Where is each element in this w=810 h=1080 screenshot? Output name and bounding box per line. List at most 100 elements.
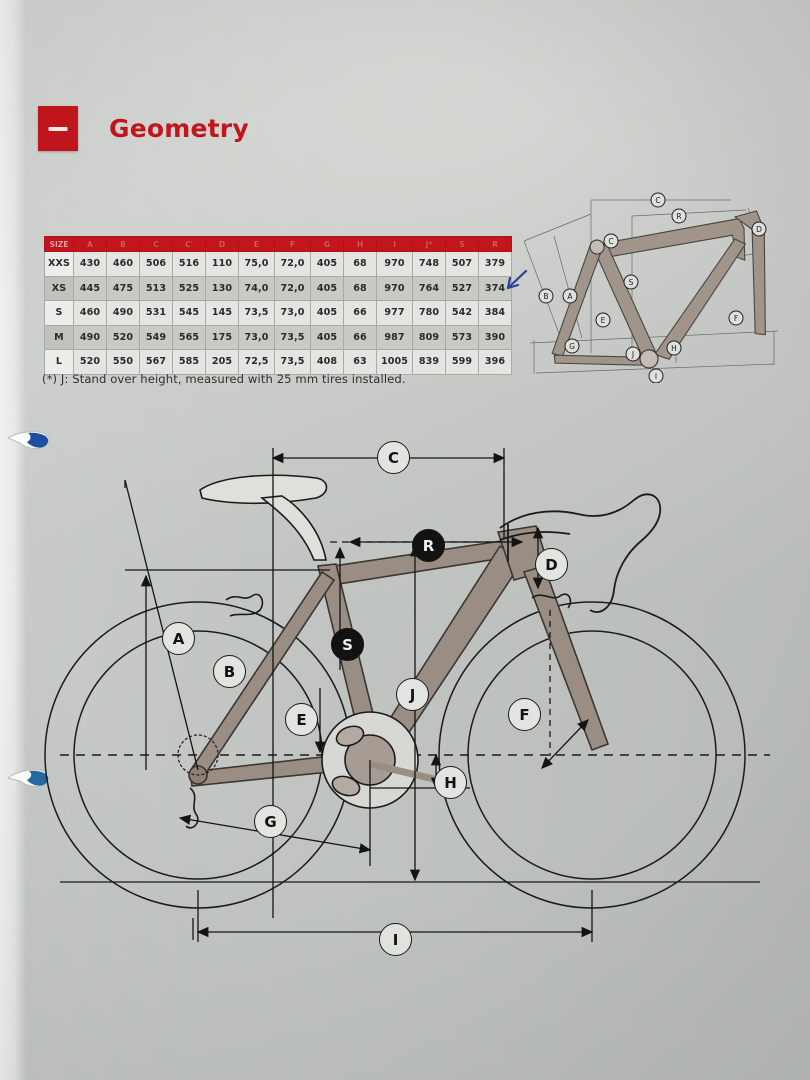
svg-text:C: C	[608, 237, 613, 246]
dimension-label-b: B	[213, 655, 246, 688]
cell-a: 520	[73, 349, 107, 375]
minus-icon[interactable]	[38, 106, 78, 151]
cell-d: 205	[205, 349, 239, 375]
section-header[interactable]: Geometry	[38, 106, 249, 151]
cell-h: 63	[343, 349, 377, 375]
col-header-f: F	[274, 236, 311, 252]
dimension-label-g: G	[254, 805, 287, 838]
cell-a: 445	[73, 275, 107, 301]
cell-g: 408	[310, 349, 344, 375]
col-header-i: I	[376, 236, 413, 252]
cell-s: 599	[445, 349, 479, 375]
page-left-edge	[0, 0, 26, 1080]
cell-a: 460	[73, 300, 107, 326]
geometry-table: SIZE A B C C' D E F G H I J* S R XXS 430…	[44, 236, 512, 375]
cell-j: 764	[412, 275, 446, 301]
cell-c2: 585	[172, 349, 206, 375]
cell-g: 405	[310, 275, 344, 301]
col-header-h: H	[343, 236, 377, 252]
cell-s: 542	[445, 300, 479, 326]
col-header-e: E	[238, 236, 275, 252]
cell-j: 839	[412, 349, 446, 375]
svg-text:A: A	[567, 292, 573, 301]
cell-size: XXS	[44, 251, 74, 277]
cell-h: 68	[343, 275, 377, 301]
binder-clip-icon	[6, 769, 50, 787]
cell-b: 550	[106, 349, 140, 375]
cell-r: 374	[478, 275, 512, 301]
dimension-label-f: F	[508, 698, 541, 731]
cell-c: 513	[139, 275, 173, 301]
cell-c2: 545	[172, 300, 206, 326]
cell-s: 507	[445, 251, 479, 277]
col-header-c2: C'	[172, 236, 206, 252]
dimension-label-c: C	[377, 441, 410, 474]
cell-b: 475	[106, 275, 140, 301]
dimension-label-r: R	[412, 529, 445, 562]
table-row: XXS 430 460 506 516 110 75,0 72,0 405 68…	[44, 251, 512, 277]
cell-size: S	[44, 300, 74, 326]
cell-size: L	[44, 349, 74, 375]
cell-g: 405	[310, 324, 344, 350]
cell-d: 175	[205, 324, 239, 350]
col-header-j: J*	[412, 236, 446, 252]
cell-b: 460	[106, 251, 140, 277]
col-header-b: B	[106, 236, 140, 252]
cell-f: 72,0	[274, 251, 311, 277]
svg-text:G: G	[569, 342, 575, 351]
dimension-label-j: J	[396, 678, 429, 711]
svg-text:I: I	[655, 372, 657, 381]
cell-r: 396	[478, 349, 512, 375]
page-title: Geometry	[109, 114, 249, 143]
cell-a: 490	[73, 324, 107, 350]
saddle-and-seatpost	[199, 474, 328, 561]
svg-text:D: D	[756, 225, 762, 234]
dimension-label-i: I	[379, 923, 412, 956]
cell-d: 145	[205, 300, 239, 326]
rear-brake-caliper	[225, 593, 264, 617]
col-header-c: C	[139, 236, 173, 252]
cell-j: 809	[412, 324, 446, 350]
cell-c2: 565	[172, 324, 206, 350]
cell-i: 987	[376, 324, 413, 350]
cell-d: 110	[205, 251, 239, 277]
cell-r: 384	[478, 300, 512, 326]
cell-i: 970	[376, 275, 413, 301]
cell-size: XS	[44, 275, 74, 301]
cell-f: 73,5	[274, 324, 311, 350]
cell-c: 531	[139, 300, 173, 326]
col-header-r: R	[478, 236, 512, 252]
cell-e: 74,0	[238, 275, 275, 301]
cell-c: 567	[139, 349, 173, 375]
cell-c2: 525	[172, 275, 206, 301]
svg-text:R: R	[676, 212, 681, 221]
cell-size: M	[44, 324, 74, 350]
cell-f: 73,0	[274, 300, 311, 326]
col-header-size: SIZE	[44, 236, 74, 252]
rear-cassette	[177, 734, 219, 776]
cell-s: 573	[445, 324, 479, 350]
cell-j: 748	[412, 251, 446, 277]
cell-b: 520	[106, 324, 140, 350]
table-footnote: (*) J: Stand over height, measured with …	[42, 372, 406, 386]
table-row: L 520 550 567 585 205 72,5 73,5 408 63 1…	[44, 349, 512, 375]
svg-text:F: F	[734, 314, 738, 323]
cell-h: 66	[343, 324, 377, 350]
cell-c: 549	[139, 324, 173, 350]
cell-e: 73,5	[238, 300, 275, 326]
svg-text:S: S	[629, 278, 634, 287]
front-brake-caliper	[531, 593, 572, 609]
cell-g: 405	[310, 251, 344, 277]
dimension-label-d: D	[535, 548, 568, 581]
table-row: S 460 490 531 545 145 73,5 73,0 405 66 9…	[44, 300, 512, 326]
svg-text:E: E	[601, 316, 606, 325]
rear-derailleur	[185, 787, 199, 829]
dimension-label-h: H	[434, 766, 467, 799]
cell-e: 75,0	[238, 251, 275, 277]
dimension-label-e: E	[285, 703, 318, 736]
col-header-s: S	[445, 236, 479, 252]
cell-e: 73,0	[238, 324, 275, 350]
blue-arrow-icon	[506, 269, 528, 290]
cell-s: 527	[445, 275, 479, 301]
